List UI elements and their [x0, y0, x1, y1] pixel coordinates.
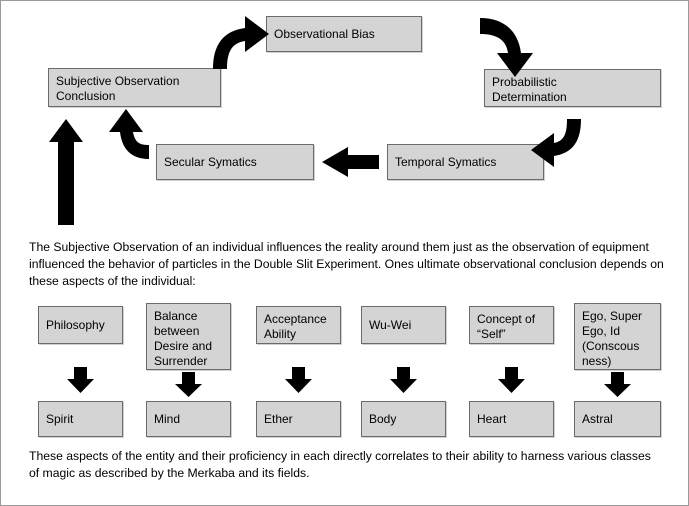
- arrow-feedback-up-icon: [49, 119, 83, 225]
- arrow-aspect-2-down-icon: [285, 367, 312, 393]
- result-box-mind[interactable]: Mind: [146, 401, 231, 437]
- footer-paragraph: These aspects of the entity and their pr…: [29, 449, 651, 480]
- arrow-aspect-1-down-icon: [175, 372, 202, 397]
- aspect-box-ego-super-ego-id[interactable]: Ego, Super Ego, Id (Conscous ness): [574, 303, 661, 370]
- result-box-spirit[interactable]: Spirit: [38, 401, 123, 437]
- body-paragraph: The Subjective Observation of an individ…: [29, 240, 664, 288]
- arrow-temporal-to-secular-icon: [322, 147, 379, 177]
- result-box-heart[interactable]: Heart: [469, 401, 554, 437]
- result-box-body[interactable]: Body: [361, 401, 446, 437]
- arrow-secular-to-conclusion-icon: [109, 109, 149, 159]
- node-probabilistic-determination[interactable]: Probabilistic Determination: [484, 69, 661, 107]
- arrow-conclusion-to-bias-icon: [213, 16, 269, 69]
- arrow-aspect-3-down-icon: [390, 367, 417, 393]
- node-secular-symatics[interactable]: Secular Symatics: [156, 144, 314, 180]
- arrow-aspect-0-down-icon: [67, 367, 94, 393]
- aspect-box-balance[interactable]: Balance between Desire and Surrender: [146, 303, 231, 370]
- node-subjective-observation-conclusion[interactable]: Subjective Observation Conclusion: [48, 68, 221, 107]
- arrow-aspect-4-down-icon: [498, 367, 525, 393]
- result-box-astral[interactable]: Astral: [574, 401, 661, 437]
- aspect-box-concept-of-self[interactable]: Concept of “Self”: [469, 306, 554, 344]
- aspect-box-philosophy[interactable]: Philosophy: [38, 306, 123, 344]
- node-temporal-symatics[interactable]: Temporal Symatics: [387, 144, 544, 180]
- aspect-box-wu-wei[interactable]: Wu-Wei: [361, 306, 446, 344]
- aspect-box-acceptance[interactable]: Acceptance Ability: [256, 306, 341, 344]
- node-observational-bias[interactable]: Observational Bias: [266, 16, 422, 52]
- arrow-aspect-5-down-icon: [604, 372, 631, 397]
- result-box-ether[interactable]: Ether: [256, 401, 341, 437]
